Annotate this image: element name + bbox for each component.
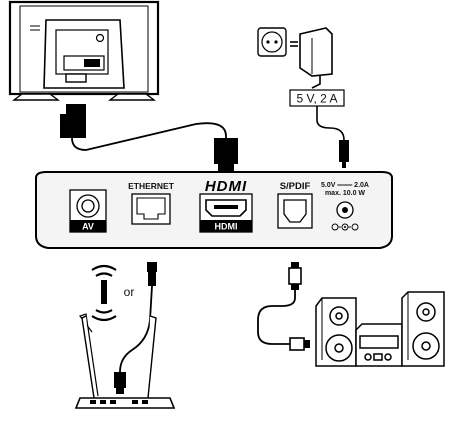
power-cable xyxy=(316,106,345,150)
spdif-port xyxy=(277,193,313,229)
ethernet-plug-router-icon xyxy=(114,372,126,394)
router-icon xyxy=(74,313,176,409)
optical-plug-box-icon xyxy=(288,262,302,290)
power-outlet-icon xyxy=(257,27,287,57)
stereo-system-icon xyxy=(315,291,445,367)
dc-power-port xyxy=(336,201,354,219)
power-spec-line2: max. 10.0 W xyxy=(325,190,365,197)
wifi-icon xyxy=(91,264,117,322)
power-spec-line1: 5.0V ═══ 2.0A xyxy=(321,182,369,189)
ethernet-label: ETHERNET xyxy=(128,181,175,191)
ethernet-port xyxy=(131,193,171,225)
optical-cable xyxy=(257,290,296,345)
power-adapter-icon xyxy=(290,27,333,89)
ethernet-cable xyxy=(119,285,153,373)
ethernet-plug-icon xyxy=(147,262,157,286)
av-port xyxy=(69,189,107,233)
hdmi-plug-tv-icon xyxy=(60,104,86,138)
optical-plug-stereo-icon xyxy=(289,337,310,351)
spdif-label: S/PDIF xyxy=(280,181,311,192)
hdmi-label: HDMI xyxy=(215,222,238,232)
or-label: or xyxy=(124,285,135,299)
dc-polarity-icon xyxy=(331,223,359,231)
hdmi-cable xyxy=(71,122,227,151)
av-label: AV xyxy=(82,222,94,232)
hdmi-logo: HDMI xyxy=(205,178,247,195)
tv-icon xyxy=(8,0,160,101)
hdmi-port xyxy=(199,193,253,233)
adapter-rating-label: 5 V, 2 A xyxy=(297,92,338,106)
hdmi-plug-box-icon xyxy=(214,138,238,172)
dc-plug-icon xyxy=(339,140,349,168)
